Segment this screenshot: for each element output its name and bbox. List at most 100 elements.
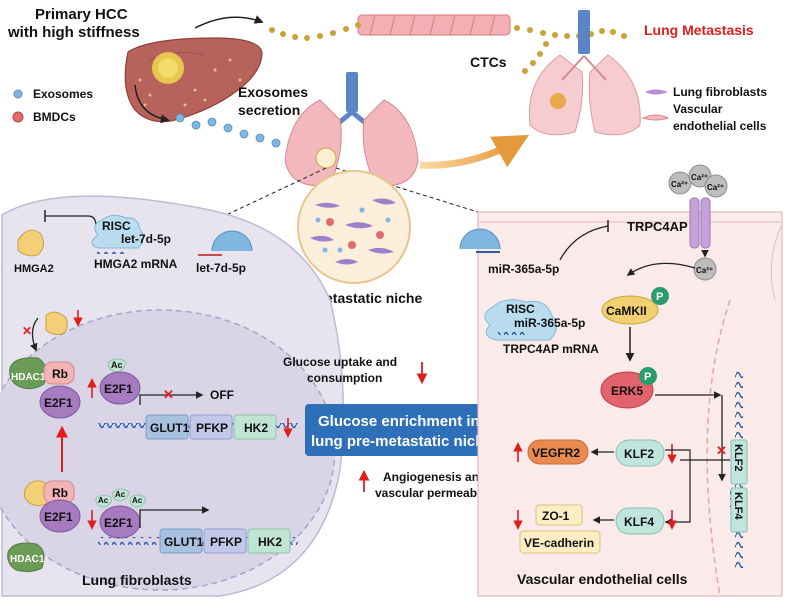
on-arrow-bottom	[139, 506, 210, 528]
zo1-label: ZO-1	[542, 509, 570, 523]
pfkp-bottom-label: PFKP	[210, 535, 242, 549]
liver-illustration	[124, 37, 263, 123]
lung-metastasis-label: Lung Metastasis	[644, 22, 754, 38]
hk2-top-label: HK2	[244, 421, 268, 435]
calcium-ion-lower	[693, 257, 717, 281]
pfkp-top-box	[189, 414, 233, 440]
endothelial-title: Vascular endothelial cells	[517, 571, 688, 587]
hdac1-top-label: HDAC1	[11, 372, 46, 383]
cross-mark-icon: ✕	[22, 324, 32, 338]
glut1-top-box	[145, 414, 189, 440]
zo1-shape	[535, 504, 583, 526]
vecadherin-label: VE-cadherin	[524, 536, 594, 550]
glucose-uptake-line1: Glucose uptake and	[283, 355, 397, 369]
angiogenesis-line2: vascular permeability	[375, 486, 498, 500]
off-arrow-top	[139, 391, 204, 405]
membrane-curve	[770, 224, 783, 301]
exosome-mir365-icon	[459, 228, 501, 250]
lung-fibroblast-icon	[645, 89, 668, 95]
trpc4ap-mrna-strand	[498, 331, 528, 335]
ctc-dots	[269, 22, 627, 74]
ca-ion-label-lower: Ca²⁺	[696, 266, 713, 275]
erk5-phospho-label: P	[644, 371, 651, 383]
glucose-enrichment-line2: lung pre-metastatic niche	[311, 433, 493, 450]
exosome-legend-icon	[13, 89, 23, 99]
e2f1-ac-bottom-label: E2F1	[104, 516, 133, 530]
pfkp-top-label: PFKP	[196, 421, 228, 435]
e2f1-bottom-label: E2F1	[44, 510, 73, 524]
ca-ion-label-2: Ca²⁺	[691, 173, 708, 182]
hk2-bottom-box	[247, 528, 291, 554]
legend-vascular-line1: Vascular	[673, 102, 723, 116]
let7d-free-label: let-7d-5p	[196, 261, 246, 275]
zoom-line-left	[204, 167, 327, 226]
legend-vascular-line2: endothelial cells	[673, 119, 767, 133]
hk2-bottom-label: HK2	[258, 535, 282, 549]
risc-cloud-right	[484, 299, 557, 341]
e2f1-top-shape	[39, 385, 81, 419]
e2f1-ac-top-label: E2F1	[104, 382, 133, 396]
cross-mark-off-icon: ✕	[163, 387, 174, 402]
primary-hcc-line2: with high stiffness	[7, 24, 140, 41]
klf4-label: KLF4	[624, 515, 654, 529]
hk2-top-box	[233, 414, 277, 440]
off-label-top: OFF	[210, 388, 234, 402]
hmga2-to-hdac-arrow	[30, 317, 39, 352]
ca-to-camkii-arrow	[626, 262, 696, 276]
ac-tag-top	[107, 358, 127, 373]
erk5-label: ERK5	[611, 384, 643, 398]
klf4-gene-box	[730, 487, 748, 533]
exosome-let7d-icon	[211, 230, 253, 252]
risc-cloud-left	[91, 214, 144, 249]
hmga2-mrna-strand	[97, 250, 127, 254]
glut1-bottom-box	[159, 528, 203, 554]
ca-ion-label-3: Ca²⁺	[707, 183, 724, 192]
trpc4ap-label: TRPC4AP	[627, 219, 688, 234]
mir365-label: miR-365a-5p	[488, 262, 559, 276]
glucose-enrichment-box	[305, 404, 507, 456]
erk5-phospho-icon	[639, 367, 657, 385]
e2f1-bottom-shape	[39, 499, 81, 533]
liver-to-vessel-arrow	[194, 15, 264, 29]
cross-mark-dna-icon: ✕	[716, 443, 727, 458]
klf2-label: KLF2	[624, 447, 654, 461]
trpc4ap-inhibit-line	[559, 225, 609, 261]
endothelial-icon	[641, 114, 670, 121]
rb-top-label: Rb	[52, 367, 68, 381]
e2f1-top-label: E2F1	[44, 396, 73, 410]
klf2-to-klf4-arrow	[664, 449, 691, 526]
ac-tag-bottom-1	[95, 494, 113, 508]
liver-exosome-arrow	[134, 84, 170, 124]
hmga2-mrna-label: HMGA2 mRNA	[94, 257, 178, 271]
glut1-bottom-label: GLUT1	[164, 535, 204, 549]
niche-circle	[297, 170, 411, 284]
klf2-gene-box	[730, 439, 748, 485]
bmdc-legend-icon	[12, 111, 24, 123]
exosome-trail	[175, 113, 297, 153]
erk5-shape	[600, 371, 654, 409]
exosomes-secretion-line1: Exosomes	[238, 84, 308, 100]
glut1-top-label: GLUT1	[150, 421, 190, 435]
klf2-gene-label: KLF2	[732, 444, 744, 472]
calcium-ions-top	[668, 164, 728, 198]
hdac1-bottom-shape	[7, 542, 45, 573]
camkii-label: CaMKII	[606, 304, 647, 318]
klf4-shape	[615, 507, 665, 535]
primary-hcc-line1: Primary HCC	[35, 6, 128, 23]
angiogenesis-line1: Angiogenesis and	[383, 470, 486, 484]
ca-ion-label-1: Ca²⁺	[671, 180, 688, 189]
fibroblast-title: Lung fibroblasts	[82, 572, 192, 588]
rb-top-shape	[43, 361, 75, 385]
e2f1-ac-top-shape	[99, 371, 141, 405]
ac-tag-bottom-2	[112, 488, 130, 502]
camkii-phospho-label: P	[656, 291, 663, 303]
glucose-uptake-line2: consumption	[307, 371, 382, 385]
hmga2-in-nucleus-icon	[45, 311, 68, 335]
legend-exosomes: Exosomes	[33, 87, 93, 101]
ac-tag-bottom-3	[129, 494, 147, 508]
legend-bmdcs: BMDCs	[33, 110, 76, 124]
ctcs-label: CTCs	[470, 54, 507, 70]
mir365-risc-label: miR-365a-5p	[514, 316, 585, 330]
